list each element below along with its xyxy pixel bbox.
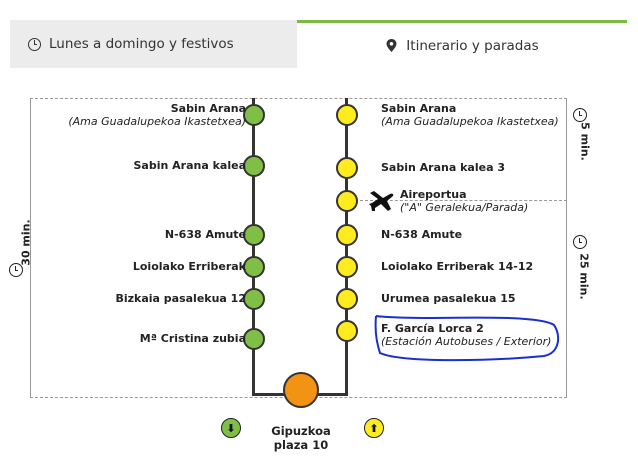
tab-schedule-label: Lunes a domingo y festivos: [49, 36, 234, 52]
stop-name: Sabin Arana kalea: [133, 159, 247, 172]
terminal-label-line1: Gipuzkoa: [271, 424, 331, 438]
left-stop-marker[interactable]: [243, 224, 265, 246]
tab-route[interactable]: Itinerario y paradas: [297, 20, 627, 68]
right-line-track: [345, 98, 348, 395]
left-stop-label[interactable]: N-638 Amute: [165, 228, 246, 241]
right-stop-label[interactable]: Sabin Arana (Ama Guadalupekoa Ikastetxea…: [381, 102, 559, 128]
stop-name: Sabin Arana: [381, 102, 457, 115]
left-stop-marker[interactable]: [243, 328, 265, 350]
tab-bar: Lunes a domingo y festivos Itinerario y …: [10, 20, 627, 68]
right-stop-label[interactable]: Urumea pasalekua 15: [381, 292, 516, 305]
terminal-label: Gipuzkoa plaza 10: [260, 424, 342, 452]
arrow-up-icon[interactable]: ⬆: [364, 418, 384, 438]
left-stop-label[interactable]: Mª Cristina zubia: [140, 332, 246, 345]
stop-name: Loiolako Erriberak 14-12: [381, 260, 534, 273]
stop-subtitle: ("A" Geralekua/Parada): [400, 201, 529, 214]
left-stop-marker[interactable]: [243, 155, 265, 177]
annotation-circle: [374, 315, 560, 362]
left-stop-label[interactable]: Bizkaia pasalekua 12: [115, 292, 246, 305]
timer-icon: [573, 235, 587, 249]
terminal-label-line2: plaza 10: [273, 438, 329, 452]
terminal-stop-marker[interactable]: [283, 372, 319, 408]
left-line-track: [252, 98, 255, 395]
stop-name: Urumea pasalekua 15: [381, 292, 516, 305]
right-stop-marker[interactable]: [336, 157, 358, 179]
stop-name: N-638 Amute: [164, 228, 246, 241]
stop-name: Aireportua: [400, 188, 467, 201]
stop-name: Bizkaia pasalekua 12: [115, 292, 246, 305]
left-stop-label[interactable]: Sabin Arana kalea: [134, 159, 247, 172]
stop-subtitle: (Ama Guadalupekoa Ikastetxea): [381, 115, 559, 128]
right-stop-marker[interactable]: [336, 320, 358, 342]
tab-schedule[interactable]: Lunes a domingo y festivos: [10, 20, 297, 68]
right-stop-label[interactable]: Aireportua ("A" Geralekua/Parada): [400, 188, 528, 214]
timer-icon: [573, 108, 587, 122]
stop-subtitle: (Ama Guadalupekoa Ikastetxea): [68, 115, 246, 128]
tab-route-label: Itinerario y paradas: [406, 37, 539, 54]
map-pin-icon: [386, 39, 397, 52]
right-stop-marker[interactable]: [336, 104, 358, 126]
stop-name: F. García Lorca 2: [381, 322, 484, 335]
left-stop-label[interactable]: Sabin Arana (Ama Guadalupekoa Ikastetxea…: [68, 102, 246, 128]
right-stop-marker[interactable]: [336, 190, 358, 212]
left-duration-label: 30 min.: [19, 219, 33, 266]
right-stop-label[interactable]: Loiolako Erriberak 14-12: [381, 260, 533, 273]
left-stop-label[interactable]: Loiolako Erriberak: [133, 260, 246, 273]
stop-subtitle: (Estación Autobuses / Exterior): [381, 335, 552, 348]
segment-divider: [360, 200, 567, 201]
stop-name: Sabin Arana: [170, 102, 246, 115]
clock-icon: [28, 37, 41, 51]
stop-name: N-638 Amute: [381, 228, 463, 241]
right-stop-label[interactable]: Sabin Arana kalea 3: [381, 161, 505, 174]
right-stop-marker[interactable]: [336, 256, 358, 278]
right-stop-marker[interactable]: [336, 224, 358, 246]
arrow-down-icon[interactable]: ⬇: [221, 418, 241, 438]
airplane-icon: [369, 191, 394, 211]
right-stop-label[interactable]: N-638 Amute: [381, 228, 462, 241]
right-duration-label-1: 5 min.: [578, 122, 592, 161]
right-stop-marker[interactable]: [336, 288, 358, 310]
stop-name: Loiolako Erriberak: [132, 260, 246, 273]
left-stop-marker[interactable]: [243, 256, 265, 278]
timer-icon: [9, 263, 23, 277]
right-duration-label-2: 25 min.: [577, 253, 591, 300]
stop-name: Sabin Arana kalea 3: [381, 161, 505, 174]
right-stop-label[interactable]: F. García Lorca 2 (Estación Autobuses / …: [381, 322, 551, 348]
left-stop-marker[interactable]: [243, 104, 265, 126]
left-stop-marker[interactable]: [243, 288, 265, 310]
stop-name: Mª Cristina zubia: [139, 332, 246, 345]
